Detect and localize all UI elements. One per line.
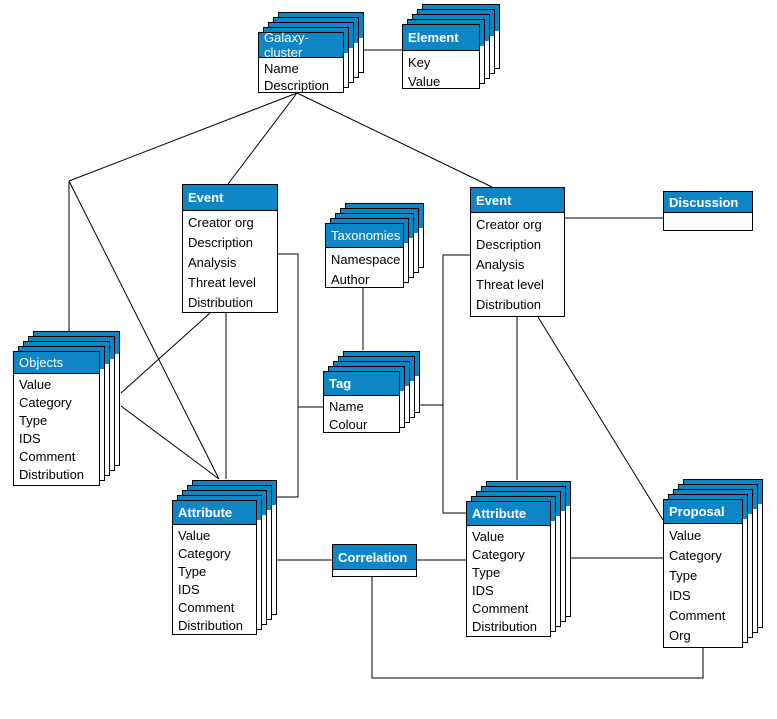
node-tag: Tag Name Colour [323, 351, 420, 433]
node-field: Value [669, 528, 702, 543]
node-field: Creator org [188, 215, 254, 230]
edge-galaxy-event-left [227, 92, 298, 185]
node-field: Value [472, 529, 505, 544]
edge-event-right-proposal [537, 316, 664, 521]
node-field: Distribution [19, 467, 85, 482]
node-field: Distribution [178, 618, 244, 633]
node-field: Distribution [476, 297, 542, 312]
node-field: IDS [669, 588, 691, 603]
edge-event-right-tag-attribute-right-trunk [442, 254, 470, 514]
edge-event-left-tag-attribute-left-trunk [277, 253, 299, 498]
node-field: Comment [472, 601, 529, 616]
node-title: Discussion [664, 192, 752, 213]
node-field: Description [188, 235, 254, 250]
node-title: Attribute [467, 502, 550, 526]
node-field: Author [331, 272, 370, 287]
node-field: Category [178, 546, 231, 561]
node-title: Event [183, 185, 277, 211]
node-field: Analysis [188, 255, 237, 270]
edge-correlation-proposal [371, 577, 704, 679]
node-correlation: Correlation [332, 544, 417, 577]
node-field: Value [19, 377, 52, 392]
node-title: Attribute [173, 501, 256, 525]
node-field: Description [476, 237, 542, 252]
edge-objects-event-left [120, 312, 211, 394]
edge-objects-attribute-left [120, 405, 220, 480]
node-event-right: Event Creator org Description Analysis T… [470, 187, 565, 317]
node-field: Key [408, 55, 431, 70]
node-field: Distribution [472, 619, 538, 634]
node-field: Namespace [331, 252, 401, 267]
node-discussion: Discussion [663, 191, 753, 231]
node-field: Type [669, 568, 698, 583]
node-field: Comment [19, 449, 76, 464]
node-title: Element [403, 25, 479, 51]
node-field: Name [329, 399, 364, 414]
node-element: Element Key Value [402, 4, 500, 89]
node-field: IDS [178, 582, 200, 597]
node-galaxy-cluster: Galaxy-cluster Name Description [258, 12, 364, 93]
node-field: Comment [178, 600, 235, 615]
node-event-left: Event Creator org Description Analysis T… [182, 184, 278, 313]
node-field: Name [264, 61, 299, 76]
node-title: Correlation [333, 545, 416, 570]
node-attribute-left: Attribute Value Category Type IDS Commen… [172, 480, 277, 635]
node-field: Distribution [188, 295, 254, 310]
node-title: Taxonomies [326, 224, 403, 248]
node-field: Value [178, 528, 211, 543]
node-attribute-right: Attribute Value Category Type IDS Commen… [466, 481, 571, 637]
node-field: Colour [329, 417, 368, 432]
node-field: Description [264, 78, 330, 93]
node-field: Category [472, 547, 525, 562]
edge-junction-attribute-left [68, 180, 220, 480]
node-field: Category [669, 548, 722, 563]
node-taxonomies: Taxonomies Namespace Author [325, 203, 424, 288]
node-title: Galaxy-cluster [259, 30, 343, 60]
node-title: Tag [324, 372, 399, 396]
node-field: Threat level [476, 277, 544, 292]
node-field: Type [19, 413, 48, 428]
node-objects: Objects Value Category Type IDS Comment … [13, 331, 120, 486]
node-field: IDS [19, 431, 41, 446]
node-title: Event [471, 188, 564, 213]
node-field: Category [19, 395, 72, 410]
node-field: Type [178, 564, 207, 579]
node-field: Creator org [476, 217, 542, 232]
node-title: Proposal [664, 500, 742, 524]
node-field: Analysis [476, 257, 525, 272]
node-title: Objects [14, 352, 99, 374]
node-field: Threat level [188, 275, 256, 290]
node-field: Type [472, 565, 501, 580]
node-field: Comment [669, 608, 726, 623]
edge-galaxy-event-right [296, 92, 493, 188]
node-proposal: Proposal Value Category Type IDS Comment… [663, 479, 763, 648]
node-field: Org [669, 628, 691, 643]
node-field: Value [408, 74, 441, 89]
node-field: IDS [472, 583, 494, 598]
edge-galaxy-junction [68, 92, 298, 182]
